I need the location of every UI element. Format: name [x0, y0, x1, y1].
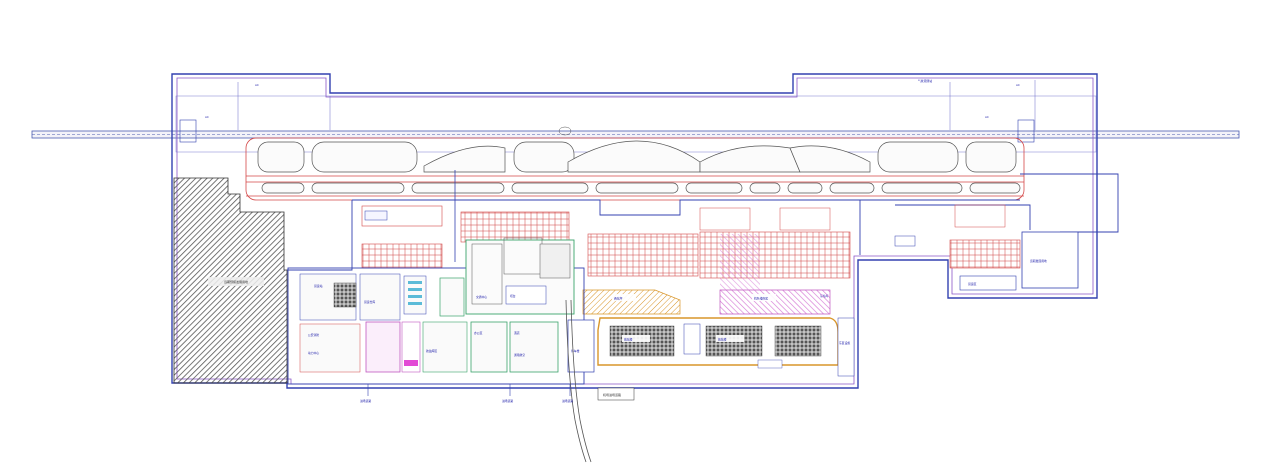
airside-boundary [287, 173, 1119, 271]
runway-centerline [31, 130, 1240, 139]
entrance-road-box: 机场进场道路 [603, 392, 621, 397]
east-facility-label: 东区设施 [839, 341, 850, 345]
general-aviation-label: 通用航空 [514, 353, 525, 357]
police-label: 公安消防 [308, 333, 319, 337]
power-label: 动力中心 [308, 351, 319, 355]
landside-area: 货运站 货运仓库 公安消防 动力中心 航油库区 办公区 酒店 通用航空 [287, 267, 585, 385]
terminal-forecourt-zones: 西站坪 机务维修区 [582, 234, 831, 315]
taxiway-islands [257, 140, 1021, 194]
access-roads: 进场道路 进场道路 进场道路 机场进场道路 [360, 299, 635, 463]
cargo-warehouse-label: 货运仓库 [364, 300, 375, 304]
hotel-label: 酒店 [514, 331, 520, 335]
east-facilities: 货运区 远期发展用地 [894, 231, 1079, 291]
maintenance-label: 机务维修区 [754, 297, 768, 301]
road-b-label: 进场道路 [502, 399, 513, 403]
fuel-zone-label: 航油库区 [426, 349, 437, 353]
apron-west-label: 西站坪 [614, 297, 623, 301]
tower-label: 塔台 [510, 294, 516, 298]
east-reserve-label: 远期发展用地 [1030, 259, 1047, 263]
central-apron: 东站坪 [460, 204, 1021, 298]
taxiway-system [245, 137, 1025, 201]
terminal-right-label: 航站楼 [718, 338, 727, 342]
reserve-land-area: 远期预留发展用地 [173, 177, 288, 384]
road-c-label: 进场道路 [562, 399, 573, 403]
north-apron-left-label: AC [255, 83, 259, 87]
cargo-east-label: 货运区 [968, 282, 977, 286]
runway-mid-left-label: AC [205, 115, 209, 119]
center-complex: 塔台 交通中心 [454, 170, 575, 315]
terminal-left-label: 航站楼 [624, 338, 633, 342]
north-apron-right-label: AC [1016, 83, 1020, 87]
cargo-label: 货运站 [314, 284, 323, 288]
runway-mid-right-label: AC [985, 115, 989, 119]
cargo-apron-left [361, 205, 443, 269]
reserve-land-label: 远期预留发展用地 [224, 279, 248, 284]
parking-label: 停车楼 [571, 349, 580, 353]
weather-station-label: 气象观测站 [918, 79, 932, 83]
office-label: 办公区 [474, 331, 483, 335]
gtc-label: 交通中心 [476, 295, 487, 299]
terminal-complex: 航站楼 航站楼 停车楼 东区设施 [567, 317, 855, 377]
site-boundary [171, 73, 1098, 389]
road-a-label: 进场道路 [360, 399, 371, 403]
